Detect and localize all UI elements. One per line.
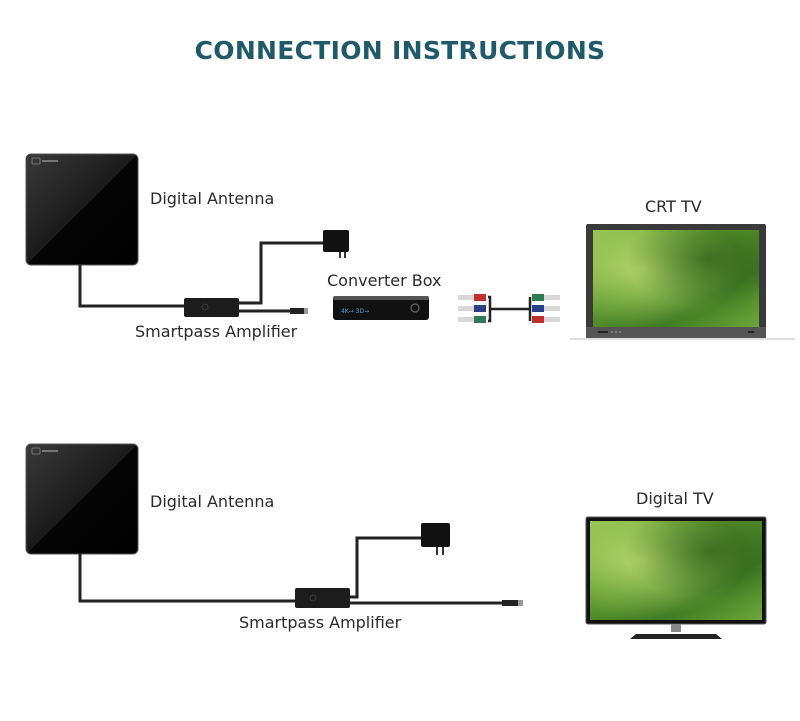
coax-connector-top	[290, 308, 308, 314]
antenna-cable-bottom	[78, 554, 296, 603]
amplifier-top	[184, 298, 239, 317]
rca-cable	[458, 294, 560, 323]
power-adapter-bottom	[421, 523, 450, 555]
antenna-cable-top	[78, 265, 185, 308]
label-amplifier-bottom: Smartpass Amplifier	[239, 613, 402, 632]
digital-tv	[585, 516, 767, 639]
label-crt-tv: CRT TV	[645, 197, 702, 216]
power-cable-bottom	[350, 536, 422, 599]
label-digital-antenna-top: Digital Antenna	[150, 189, 275, 208]
antenna-bottom	[25, 443, 139, 555]
antenna-top	[25, 153, 139, 266]
brand-logo-icon	[31, 447, 41, 455]
amplifier-bottom	[295, 588, 350, 608]
converter-badge: 4K→ 3D→	[341, 308, 369, 315]
coax-connector-bottom	[502, 600, 523, 606]
page-title: CONNECTION INSTRUCTIONS	[194, 36, 606, 65]
label-digital-tv: Digital TV	[636, 489, 714, 508]
power-adapter-top	[323, 230, 349, 258]
power-button-icon	[410, 303, 420, 313]
converter-box: 4K→ 3D→	[333, 296, 429, 320]
brand-logo-icon	[31, 157, 41, 165]
label-converter-box: Converter Box	[327, 271, 442, 290]
crt-tv	[570, 224, 795, 340]
label-digital-antenna-bottom: Digital Antenna	[150, 492, 275, 511]
power-cable-top	[239, 241, 325, 305]
label-amplifier-top: Smartpass Amplifier	[135, 322, 298, 341]
